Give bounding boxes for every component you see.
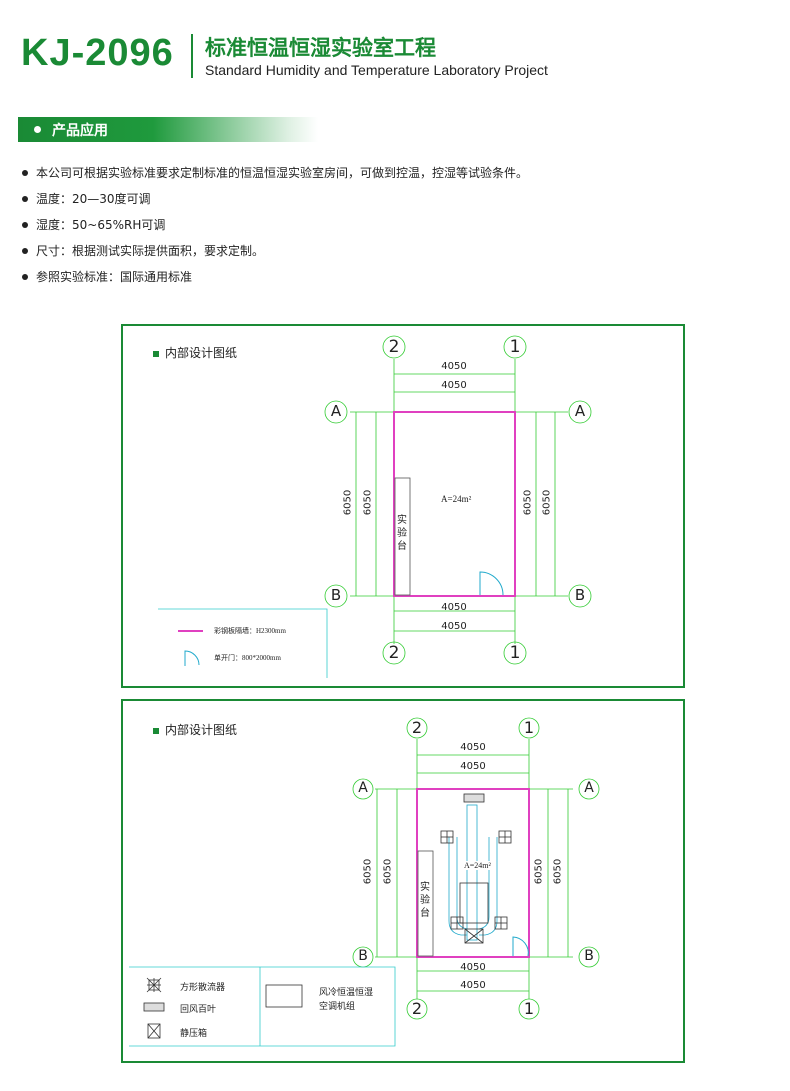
list-item: 本公司可根据实验标准要求定制标准的恒温恒湿实验室房间，可做到控温，控湿等试验条件…	[22, 160, 528, 186]
list-item: 温度：20—30度可调	[22, 186, 528, 212]
axis-label-b-left: B	[358, 948, 368, 964]
dimension-height: 6050	[362, 489, 374, 516]
axis-label-2-top: 2	[411, 718, 423, 737]
axis-label-a-left: A	[358, 780, 368, 796]
legend-diffuser-label: 方形散流器	[180, 983, 226, 993]
axis-label-1-top: 1	[523, 718, 535, 737]
axis-label-a-right: A	[584, 780, 594, 796]
floor-plan-2	[129, 717, 600, 1047]
feature-list: 本公司可根据实验标准要求定制标准的恒温恒湿实验室房间，可做到控温，控湿等试验条件…	[22, 160, 528, 290]
section-banner	[18, 117, 318, 142]
dimension-width: 4050	[460, 980, 486, 991]
list-item: 湿度：50~65%RH可调	[22, 212, 528, 238]
dimension-width: 4050	[460, 742, 486, 753]
axis-label-a-left: A	[330, 402, 342, 420]
bench-label: 实验台	[397, 515, 407, 552]
area-label: A=24m²	[441, 494, 472, 504]
bullet-icon	[22, 248, 28, 254]
model-number: KJ-2096	[21, 32, 174, 74]
legend-door-label: 单开门：800*2000mm	[214, 654, 281, 662]
dimension-height: 6050	[541, 489, 553, 516]
bullet-icon	[22, 196, 28, 202]
axis-label-1-top: 1	[509, 337, 521, 357]
legend-ac-label: 空调机组	[319, 1002, 356, 1012]
square-bullet-icon	[153, 727, 159, 734]
bullet-icon	[22, 274, 28, 280]
floor-plan-1	[158, 335, 592, 678]
area-label: A=24m²	[464, 861, 491, 870]
axis-label-b-left: B	[330, 586, 342, 604]
section-title: 产品应用	[52, 123, 108, 139]
drawing-title-1: 内部设计图纸	[153, 344, 237, 361]
axis-label-2-bottom: 2	[388, 643, 400, 663]
legend-box-label: 静压箱	[180, 1029, 208, 1039]
dimension-width: 4050	[441, 380, 467, 391]
dimension-height: 6050	[522, 489, 534, 516]
dimension-width: 4050	[460, 962, 486, 973]
axis-label-2-bottom: 2	[411, 999, 423, 1018]
dimension-height: 6050	[533, 858, 545, 885]
dimension-width: 4050	[441, 602, 467, 613]
header-divider	[191, 34, 193, 78]
drawing-panel-2: 内部设计图纸	[121, 699, 685, 1063]
legend-grille-label: 回风百叶	[180, 1005, 217, 1015]
list-item: 参照实验标准：国际通用标准	[22, 264, 528, 290]
dimension-width: 4050	[441, 621, 467, 632]
axis-label-a-right: A	[574, 402, 586, 420]
axis-label-2-top: 2	[388, 337, 400, 357]
axis-label-b-right: B	[584, 948, 594, 964]
page-title: 标准恒温恒湿实验室工程	[205, 36, 436, 60]
axis-label-1-bottom: 1	[509, 643, 521, 663]
axis-label-1-bottom: 1	[523, 999, 535, 1018]
section-bullet-icon	[34, 126, 41, 133]
list-item: 尺寸：根据测试实际提供面积，要求定制。	[22, 238, 528, 264]
legend-ac-label: 风冷恒温恒湿	[319, 988, 374, 998]
bench-label: 实验台	[420, 882, 430, 919]
dimension-width: 4050	[441, 361, 467, 372]
legend-wall-label: 彩钢板隔墙：H2300mm	[214, 627, 286, 635]
dimension-height: 6050	[382, 858, 394, 885]
axis-label-b-right: B	[574, 586, 586, 604]
drawing-panel-1: 内部设计图纸	[121, 324, 685, 688]
square-bullet-icon	[153, 350, 159, 357]
dimension-width: 4050	[460, 761, 486, 772]
drawing-title-2: 内部设计图纸	[153, 721, 237, 738]
bullet-icon	[22, 170, 28, 176]
dimension-height: 6050	[342, 489, 354, 516]
page-subtitle: Standard Humidity and Temperature Labora…	[205, 62, 548, 78]
dimension-height: 6050	[362, 858, 374, 885]
bullet-icon	[22, 222, 28, 228]
dimension-height: 6050	[552, 858, 564, 885]
